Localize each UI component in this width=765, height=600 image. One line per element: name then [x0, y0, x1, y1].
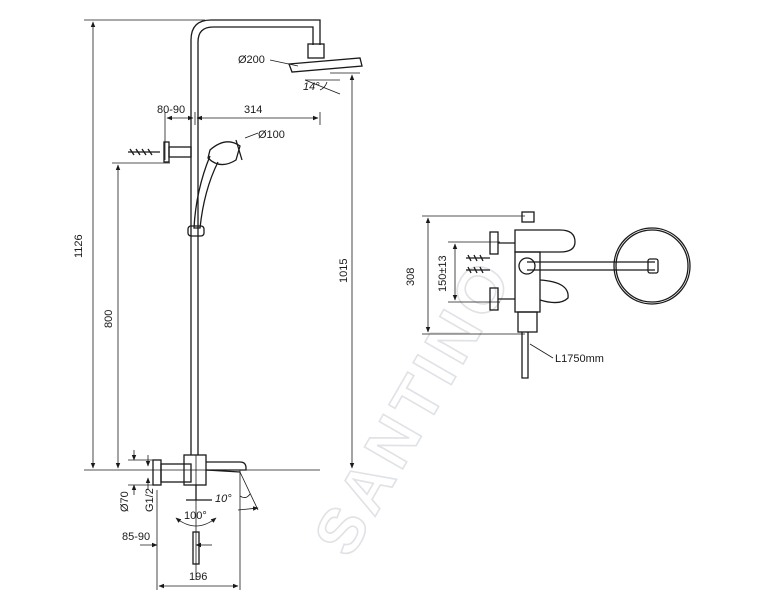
label-100deg: 100° — [184, 510, 207, 522]
leader-d200 — [269, 59, 299, 67]
label-308: 308 — [405, 268, 417, 286]
upper-inlet — [466, 254, 490, 274]
spout-angle-arc — [239, 493, 251, 498]
side-top-cap — [521, 211, 535, 223]
side-view: 308 150±13 L1750mm — [405, 211, 691, 379]
head-angle-ray-1 — [304, 79, 341, 95]
shower-head-joint — [307, 43, 325, 59]
leader-hose — [529, 343, 554, 359]
leader-d100 — [244, 132, 259, 139]
watermark-text: SANTINO — [300, 245, 527, 567]
label-g12: G1/2 — [144, 488, 156, 512]
label-d70: Ø70 — [119, 491, 131, 512]
label-14deg: 14° — [303, 81, 320, 93]
mixer-body-left — [160, 463, 192, 483]
mixer-rosette — [152, 459, 162, 486]
bracket-arm — [168, 146, 192, 158]
label-314: 314 — [244, 104, 262, 116]
slider-holder — [187, 225, 205, 237]
side-mixer-bottom — [517, 311, 538, 333]
riser-pipe-inner — [197, 26, 314, 455]
label-1015: 1015 — [338, 259, 350, 283]
label-196: 196 — [189, 571, 207, 583]
label-800: 800 — [103, 310, 115, 328]
bath-spout — [206, 461, 247, 471]
hand-shower-handle — [193, 155, 219, 229]
bath-spout-lower — [205, 469, 241, 473]
side-hose — [521, 332, 529, 379]
side-head-outer — [613, 227, 691, 305]
side-mixer-top — [514, 229, 576, 253]
label-d200: Ø200 — [238, 54, 265, 66]
spout-angle-arrow — [237, 506, 259, 511]
side-head-joint — [647, 258, 659, 274]
head-angle-arc — [319, 81, 328, 91]
watermark: SANTINO — [299, 244, 528, 567]
label-85-90: 85-90 — [122, 531, 150, 543]
rotation-arc — [175, 517, 217, 527]
bracket-screw-thread — [129, 148, 153, 156]
label-80-90-top: 80-90 — [157, 104, 185, 116]
label-150: 150±13 — [437, 255, 449, 292]
side-head-inner — [615, 229, 689, 303]
diverter-lever — [186, 485, 212, 501]
spout-angle-ray — [239, 471, 259, 511]
label-hose-length: L1750mm — [555, 353, 604, 365]
hand-shower-face — [235, 139, 243, 161]
label-10deg: 10° — [215, 493, 232, 505]
label-1126: 1126 — [73, 234, 85, 258]
shower-head — [288, 57, 363, 73]
upper-eccentric — [489, 231, 499, 255]
upper-inlet-thread-2 — [467, 266, 484, 274]
upper-inlet-thread — [467, 254, 484, 262]
front-view: 1126 800 1015 14° Ø200 80-90 314 — [73, 19, 363, 590]
side-riser-section — [518, 257, 536, 275]
side-spout — [539, 279, 569, 304]
riser-pipe-outer — [190, 19, 321, 455]
hand-shower-head — [207, 141, 241, 166]
bottom-view-pipe — [192, 531, 200, 565]
label-d100: Ø100 — [258, 129, 285, 141]
